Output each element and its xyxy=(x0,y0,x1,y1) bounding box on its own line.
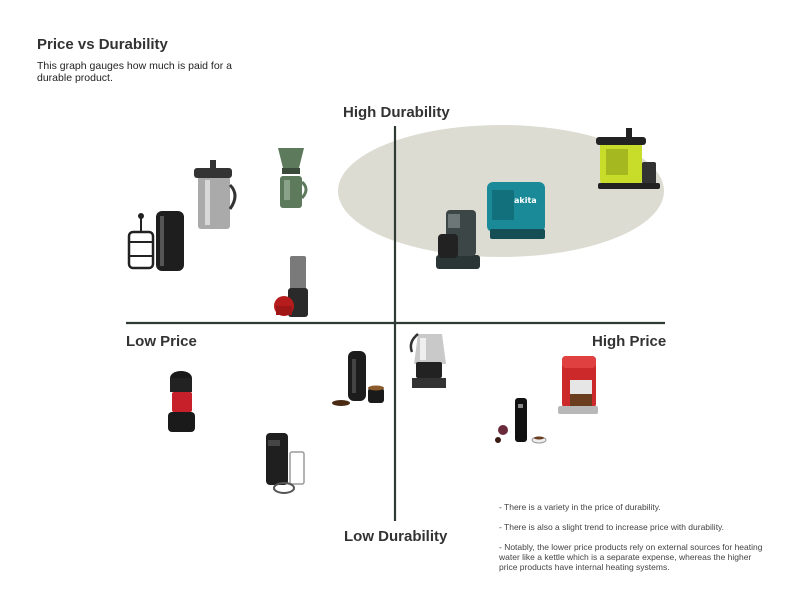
french-press-pair xyxy=(127,211,184,271)
axis-label-high-price: High Price xyxy=(592,333,667,350)
axis-label-high-durability: High Durability xyxy=(343,104,450,121)
svg-text:akita: akita xyxy=(514,196,537,205)
portable-espresso-hand-pump xyxy=(332,351,384,406)
iced-coffee-maker xyxy=(266,433,305,494)
chart-title: Price vs Durability xyxy=(37,36,168,53)
axis-label-low-price: Low Price xyxy=(126,333,197,350)
electric-espresso-portable xyxy=(495,398,547,444)
job-site-coffee-maker: akita xyxy=(487,182,545,239)
chart-subtitle: This graph gauges how much is paid for a… xyxy=(37,60,232,84)
camp-percolator-stove xyxy=(409,333,446,388)
portable-coffee-maker xyxy=(558,356,598,414)
single-serve-cup-brewer xyxy=(168,371,195,432)
note-item: - There is also a slight trend to increa… xyxy=(499,522,725,532)
note-item: - Notably, the lower price products rely… xyxy=(499,542,763,572)
aeropress xyxy=(274,256,308,317)
steel-press-pot xyxy=(194,160,237,229)
axis-label-low-durability: Low Durability xyxy=(344,528,448,545)
cordless-drip-maker xyxy=(436,210,480,269)
notes-block: - There is a variety in the price of dur… xyxy=(499,502,769,582)
note-item: - There is a variety in the price of dur… xyxy=(499,502,661,512)
camp-pour-over-set xyxy=(278,148,308,208)
compact-drip-brewer xyxy=(596,128,660,189)
